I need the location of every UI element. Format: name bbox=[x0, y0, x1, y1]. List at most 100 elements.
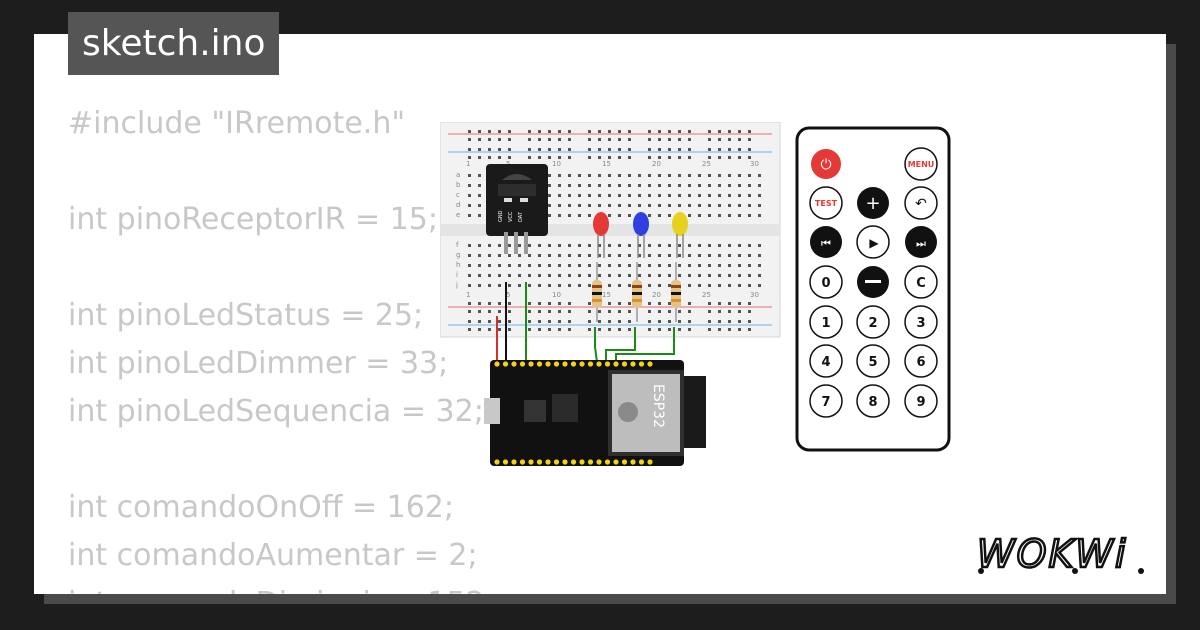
breadboard-hole bbox=[548, 302, 551, 305]
breadboard-hole bbox=[538, 138, 541, 141]
breadboard-hole bbox=[588, 284, 591, 287]
breadboard-hole bbox=[728, 302, 731, 305]
breadboard-hole bbox=[578, 214, 581, 217]
breadboard-hole bbox=[638, 274, 641, 277]
remote-test-button[interactable]: TEST bbox=[809, 186, 843, 220]
breadboard-hole bbox=[558, 148, 561, 151]
breadboard-hole bbox=[738, 302, 741, 305]
breadboard-hole bbox=[478, 174, 481, 177]
esp32-pin bbox=[536, 361, 543, 367]
breadboard-hole bbox=[468, 284, 471, 287]
breadboard-hole bbox=[558, 310, 561, 313]
breadboard-hole bbox=[678, 194, 681, 197]
breadboard-hole bbox=[708, 244, 711, 247]
remote-menu-button[interactable]: MENU bbox=[904, 147, 938, 181]
breadboard-hole bbox=[678, 264, 681, 267]
breadboard-hole bbox=[498, 138, 501, 141]
remote-button-5[interactable]: 5 bbox=[856, 344, 890, 378]
bb-row-label: b bbox=[456, 181, 461, 189]
esp32-pin bbox=[545, 361, 551, 367]
breadboard-hole bbox=[568, 310, 571, 313]
breadboard-hole bbox=[748, 214, 751, 217]
breadboard-hole bbox=[628, 130, 631, 133]
breadboard-hole bbox=[638, 264, 641, 267]
breadboard-hole bbox=[468, 302, 471, 305]
breadboard-hole bbox=[728, 254, 731, 257]
led-yellow bbox=[672, 212, 688, 258]
breadboard-hole bbox=[738, 174, 741, 177]
breadboard-hole bbox=[688, 328, 691, 331]
breadboard-hole bbox=[708, 204, 711, 207]
esp32-pin bbox=[519, 361, 526, 367]
remote-power-button[interactable]: ⏻ bbox=[811, 149, 841, 179]
breadboard-hole bbox=[658, 214, 661, 217]
breadboard-hole bbox=[748, 284, 751, 287]
breadboard-hole bbox=[548, 174, 551, 177]
remote-plus-button[interactable]: + bbox=[857, 187, 889, 219]
esp32-pin bbox=[613, 361, 619, 367]
breadboard-hole bbox=[558, 244, 561, 247]
breadboard-hole bbox=[488, 284, 491, 287]
breadboard-hole bbox=[568, 148, 571, 151]
remote-next-button[interactable]: ⏭ bbox=[905, 226, 937, 258]
breadboard-hole bbox=[688, 148, 691, 151]
breadboard-hole bbox=[668, 244, 671, 247]
menu-label: MENU bbox=[908, 160, 935, 169]
breadboard-hole bbox=[728, 244, 731, 247]
breadboard-hole bbox=[538, 264, 541, 267]
ir-receiver: GND VCC DAT bbox=[486, 164, 548, 254]
breadboard-hole bbox=[468, 174, 471, 177]
remote-button-9[interactable]: 9 bbox=[904, 384, 938, 418]
breadboard-hole bbox=[678, 148, 681, 151]
breadboard-hole bbox=[678, 254, 681, 257]
breadboard-hole bbox=[568, 284, 571, 287]
remote-prev-button[interactable]: ⏮ bbox=[810, 226, 842, 258]
breadboard-hole bbox=[548, 156, 551, 159]
breadboard-hole bbox=[588, 130, 591, 133]
remote-back-button[interactable]: ↶ bbox=[904, 186, 938, 220]
digit-label: 6 bbox=[916, 355, 925, 370]
remote-button-7[interactable]: 7 bbox=[809, 384, 843, 418]
remote-button-2[interactable]: 2 bbox=[856, 305, 890, 339]
remote-button-8[interactable]: 8 bbox=[856, 384, 890, 418]
breadboard-hole bbox=[478, 204, 481, 207]
remote-button-4[interactable]: 4 bbox=[809, 344, 843, 378]
remote-button-3[interactable]: 3 bbox=[904, 305, 938, 339]
breadboard-hole bbox=[468, 274, 471, 277]
breadboard-hole bbox=[538, 320, 541, 323]
breadboard-hole bbox=[558, 302, 561, 305]
breadboard-hole bbox=[628, 302, 631, 305]
breadboard-hole bbox=[598, 274, 601, 277]
breadboard-hole bbox=[478, 302, 481, 305]
remote-button-0[interactable]: 0 bbox=[809, 265, 843, 299]
breadboard-hole bbox=[748, 310, 751, 313]
breadboard-hole bbox=[568, 264, 571, 267]
digit-label: 4 bbox=[821, 355, 830, 370]
breadboard-hole bbox=[658, 130, 661, 133]
remote-button-6[interactable]: 6 bbox=[904, 344, 938, 378]
remote-minus-button[interactable] bbox=[857, 266, 889, 298]
breadboard-hole bbox=[668, 302, 671, 305]
digit-label: 5 bbox=[868, 355, 877, 370]
bb-col-label: 15 bbox=[602, 160, 611, 168]
breadboard-hole bbox=[718, 214, 721, 217]
breadboard-hole bbox=[548, 214, 551, 217]
breadboard-hole bbox=[488, 138, 491, 141]
breadboard-hole bbox=[568, 138, 571, 141]
breadboard-hole bbox=[728, 204, 731, 207]
bb-col-label: 10 bbox=[552, 160, 561, 168]
breadboard-hole bbox=[618, 310, 621, 313]
breadboard-hole bbox=[478, 254, 481, 257]
breadboard-hole bbox=[688, 264, 691, 267]
breadboard-hole bbox=[688, 194, 691, 197]
bb-row-label: h bbox=[456, 261, 460, 269]
breadboard-hole bbox=[718, 310, 721, 313]
resistor bbox=[632, 262, 642, 322]
esp32-pin bbox=[562, 361, 568, 367]
breadboard-hole bbox=[608, 320, 611, 323]
remote-button-c[interactable]: C bbox=[904, 265, 938, 299]
remote-play-button[interactable]: ▶ bbox=[856, 225, 890, 259]
breadboard-hole bbox=[668, 156, 671, 159]
breadboard-hole bbox=[648, 274, 651, 277]
remote-button-1[interactable]: 1 bbox=[809, 305, 843, 339]
